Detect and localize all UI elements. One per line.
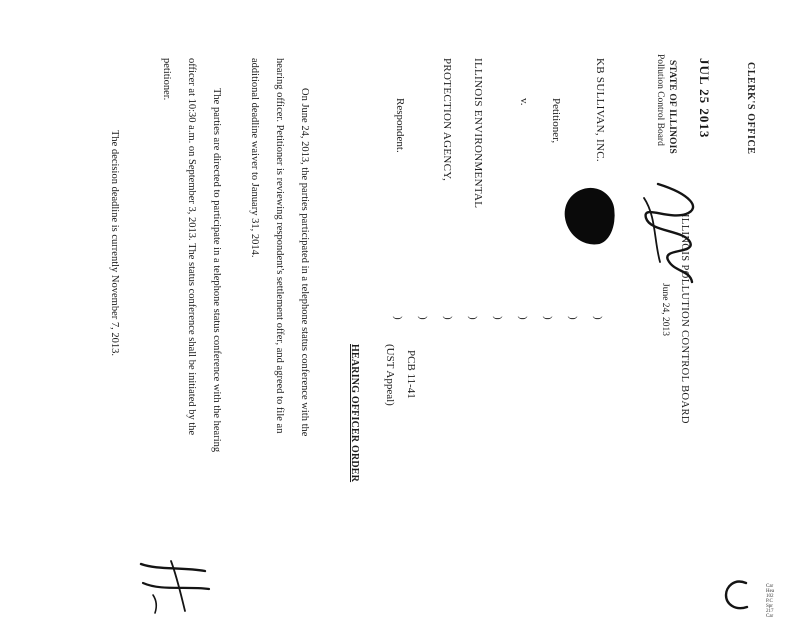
text-line: ): [542, 316, 554, 320]
board-date: June 24, 2013: [660, 283, 670, 337]
order-title: HEARING OFFICER ORDER: [349, 344, 360, 483]
text-line: Hea: [766, 589, 775, 594]
text-line: 217: [766, 609, 774, 614]
handwritten-c-mark-icon: [724, 580, 749, 610]
petitioner-name: KB SULLIVAN, INC.: [594, 58, 606, 162]
versus-label: v.: [518, 98, 530, 106]
text-line: 102: [766, 594, 774, 599]
text-line: additional deadline waiver to January 31…: [249, 58, 260, 258]
text-line: officer at 10:30 a.m. on September 3, 20…: [186, 58, 197, 436]
text-line: ): [492, 316, 504, 320]
text-line: Car: [766, 614, 774, 618]
signature-scribble-icon: [139, 560, 211, 614]
text-line: Car: [766, 584, 774, 589]
text-line: Spr: [766, 604, 773, 609]
stamp-pollution-control-board: Pollution Control Board: [655, 54, 665, 146]
respondent-label: Respondent.: [394, 98, 406, 153]
text-line: The parties are directed to participate …: [211, 88, 222, 453]
petitioner-label: Petitioner,: [550, 98, 562, 144]
text-line: ): [392, 316, 404, 320]
order-paragraph-1: On June 24, 2013, the parties participat…: [242, 58, 317, 530]
text-line: ): [517, 316, 529, 320]
text-line: petitioner.: [161, 58, 172, 101]
case-type: (UST Appeal): [384, 344, 396, 406]
case-number: PCB 11-41: [405, 350, 417, 399]
respondent-name-line2: PROTECTION AGENCY,: [441, 58, 453, 182]
text-line: ): [442, 316, 454, 320]
text-line: On June 24, 2013, the parties participat…: [299, 88, 310, 437]
text-line: P.C: [766, 599, 773, 604]
stamp-state-of-illinois: STATE OF ILLINOIS: [667, 60, 677, 155]
respondent-name-line1: ILLINOIS ENVIRONMENTAL: [472, 58, 484, 209]
text-line: hearing officer. Petitioner is reviewing…: [274, 58, 285, 434]
caption-divider-column: ))))))))): [385, 316, 610, 320]
order-paragraph-3: The decision deadline is currently Novem…: [109, 130, 120, 356]
ink-blot: [561, 185, 619, 248]
stamp-received-date: JUL 25 2013: [697, 58, 712, 139]
text-line: ): [592, 316, 604, 320]
order-paragraph-2: The parties are directed to participate …: [154, 58, 229, 530]
text-line: ): [467, 316, 479, 320]
handwriting-scribble-icon: [643, 182, 695, 284]
stamp-clerks-office: CLERK'S OFFICE: [745, 62, 756, 155]
text-line: ): [567, 316, 579, 320]
text-line: ): [417, 316, 429, 320]
